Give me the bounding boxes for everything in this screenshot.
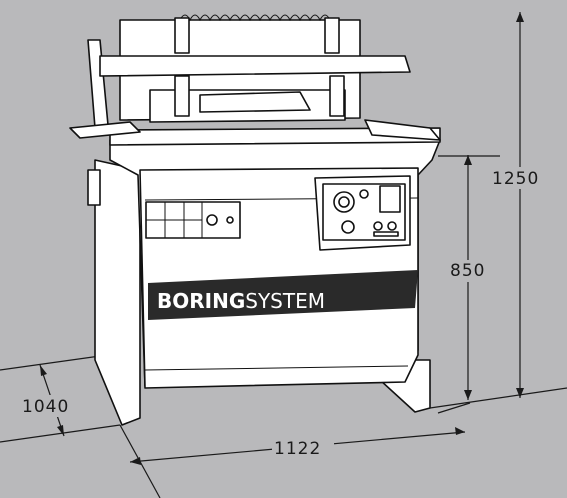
brand-light: SYSTEM [245,289,325,313]
dimension-depth: 1040 [22,397,69,417]
svg-text:BORINGSYSTEM: BORINGSYSTEM [157,289,325,313]
dimension-labels: 1250 850 1040 1122 [20,167,550,459]
control-box [314,175,411,251]
switch-icon [206,214,218,226]
dimension-height-table: 850 [450,261,485,281]
brand-band: BORINGSYSTEM [148,270,418,320]
machine-gantry [69,14,441,206]
dimension-height-total: 1250 [492,169,539,189]
brand-bold: BORING [157,289,245,313]
dimension-width: 1122 [274,439,321,459]
